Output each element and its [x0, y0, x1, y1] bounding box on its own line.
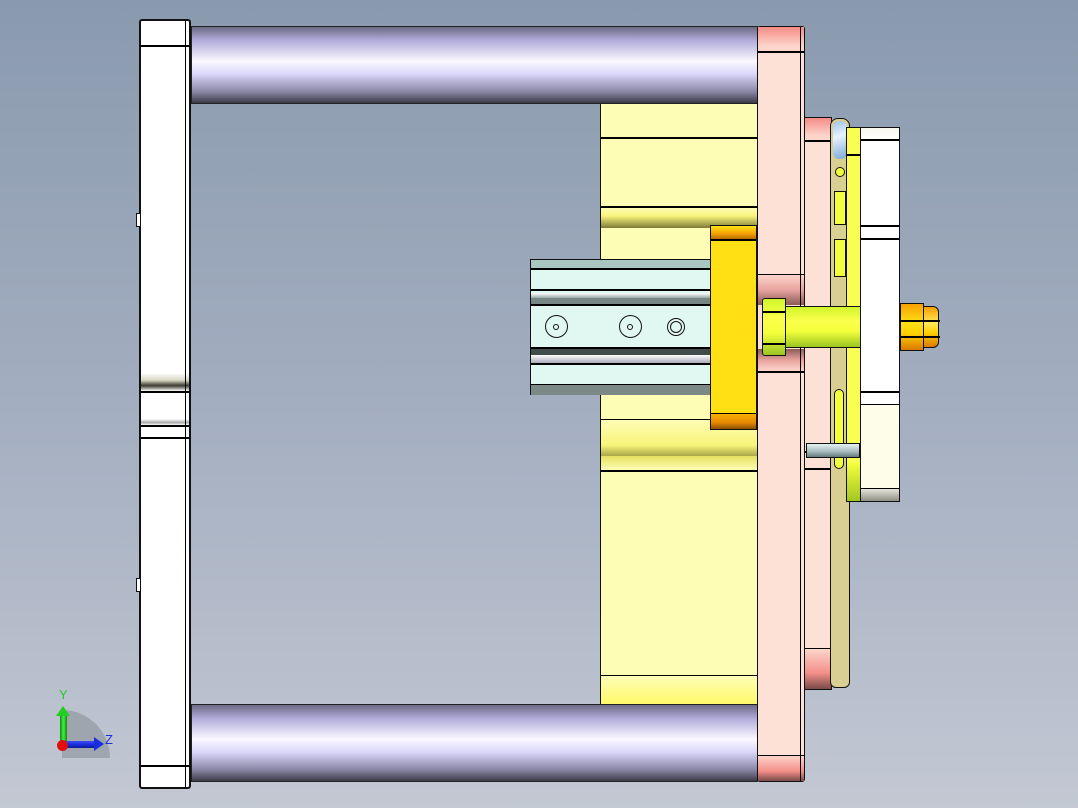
guide-pin[interactable]: [806, 443, 860, 458]
left-clamp-plate[interactable]: [139, 19, 191, 789]
cylinder-port-hole-center: [553, 324, 559, 330]
cylinder-port-hole: [545, 315, 568, 338]
z-axis-label: Z: [105, 732, 113, 747]
fixed-plate[interactable]: [860, 127, 900, 502]
y-arrowhead-icon: [56, 706, 70, 716]
coordinate-triad: Y Z: [50, 686, 120, 758]
moving-plate[interactable]: [757, 26, 805, 782]
support-plate[interactable]: [804, 117, 832, 690]
plate-notch: [136, 213, 141, 227]
cylinder-flange[interactable]: [710, 225, 757, 430]
cavity-insert[interactable]: [830, 118, 850, 688]
sprue-bushing-shaft[interactable]: [785, 306, 861, 348]
guide-rod-bottom[interactable]: [191, 704, 758, 782]
cylinder-port-hole-center: [627, 324, 633, 330]
cylinder-port-hole: [619, 315, 642, 338]
plate-notch: [136, 578, 141, 592]
y-axis-arrow-icon: [60, 714, 67, 748]
z-arrowhead-icon: [94, 737, 104, 751]
guide-rod-top[interactable]: [191, 26, 758, 104]
hex-nut[interactable]: [762, 298, 786, 356]
nozzle-tip[interactable]: [900, 303, 940, 351]
x-axis-dot-icon: [57, 740, 68, 751]
z-axis-arrow-icon: [64, 741, 96, 748]
y-axis-label: Y: [59, 687, 68, 702]
cylinder-fitting-inner: [670, 321, 682, 333]
cylinder-fitting: [667, 318, 685, 336]
